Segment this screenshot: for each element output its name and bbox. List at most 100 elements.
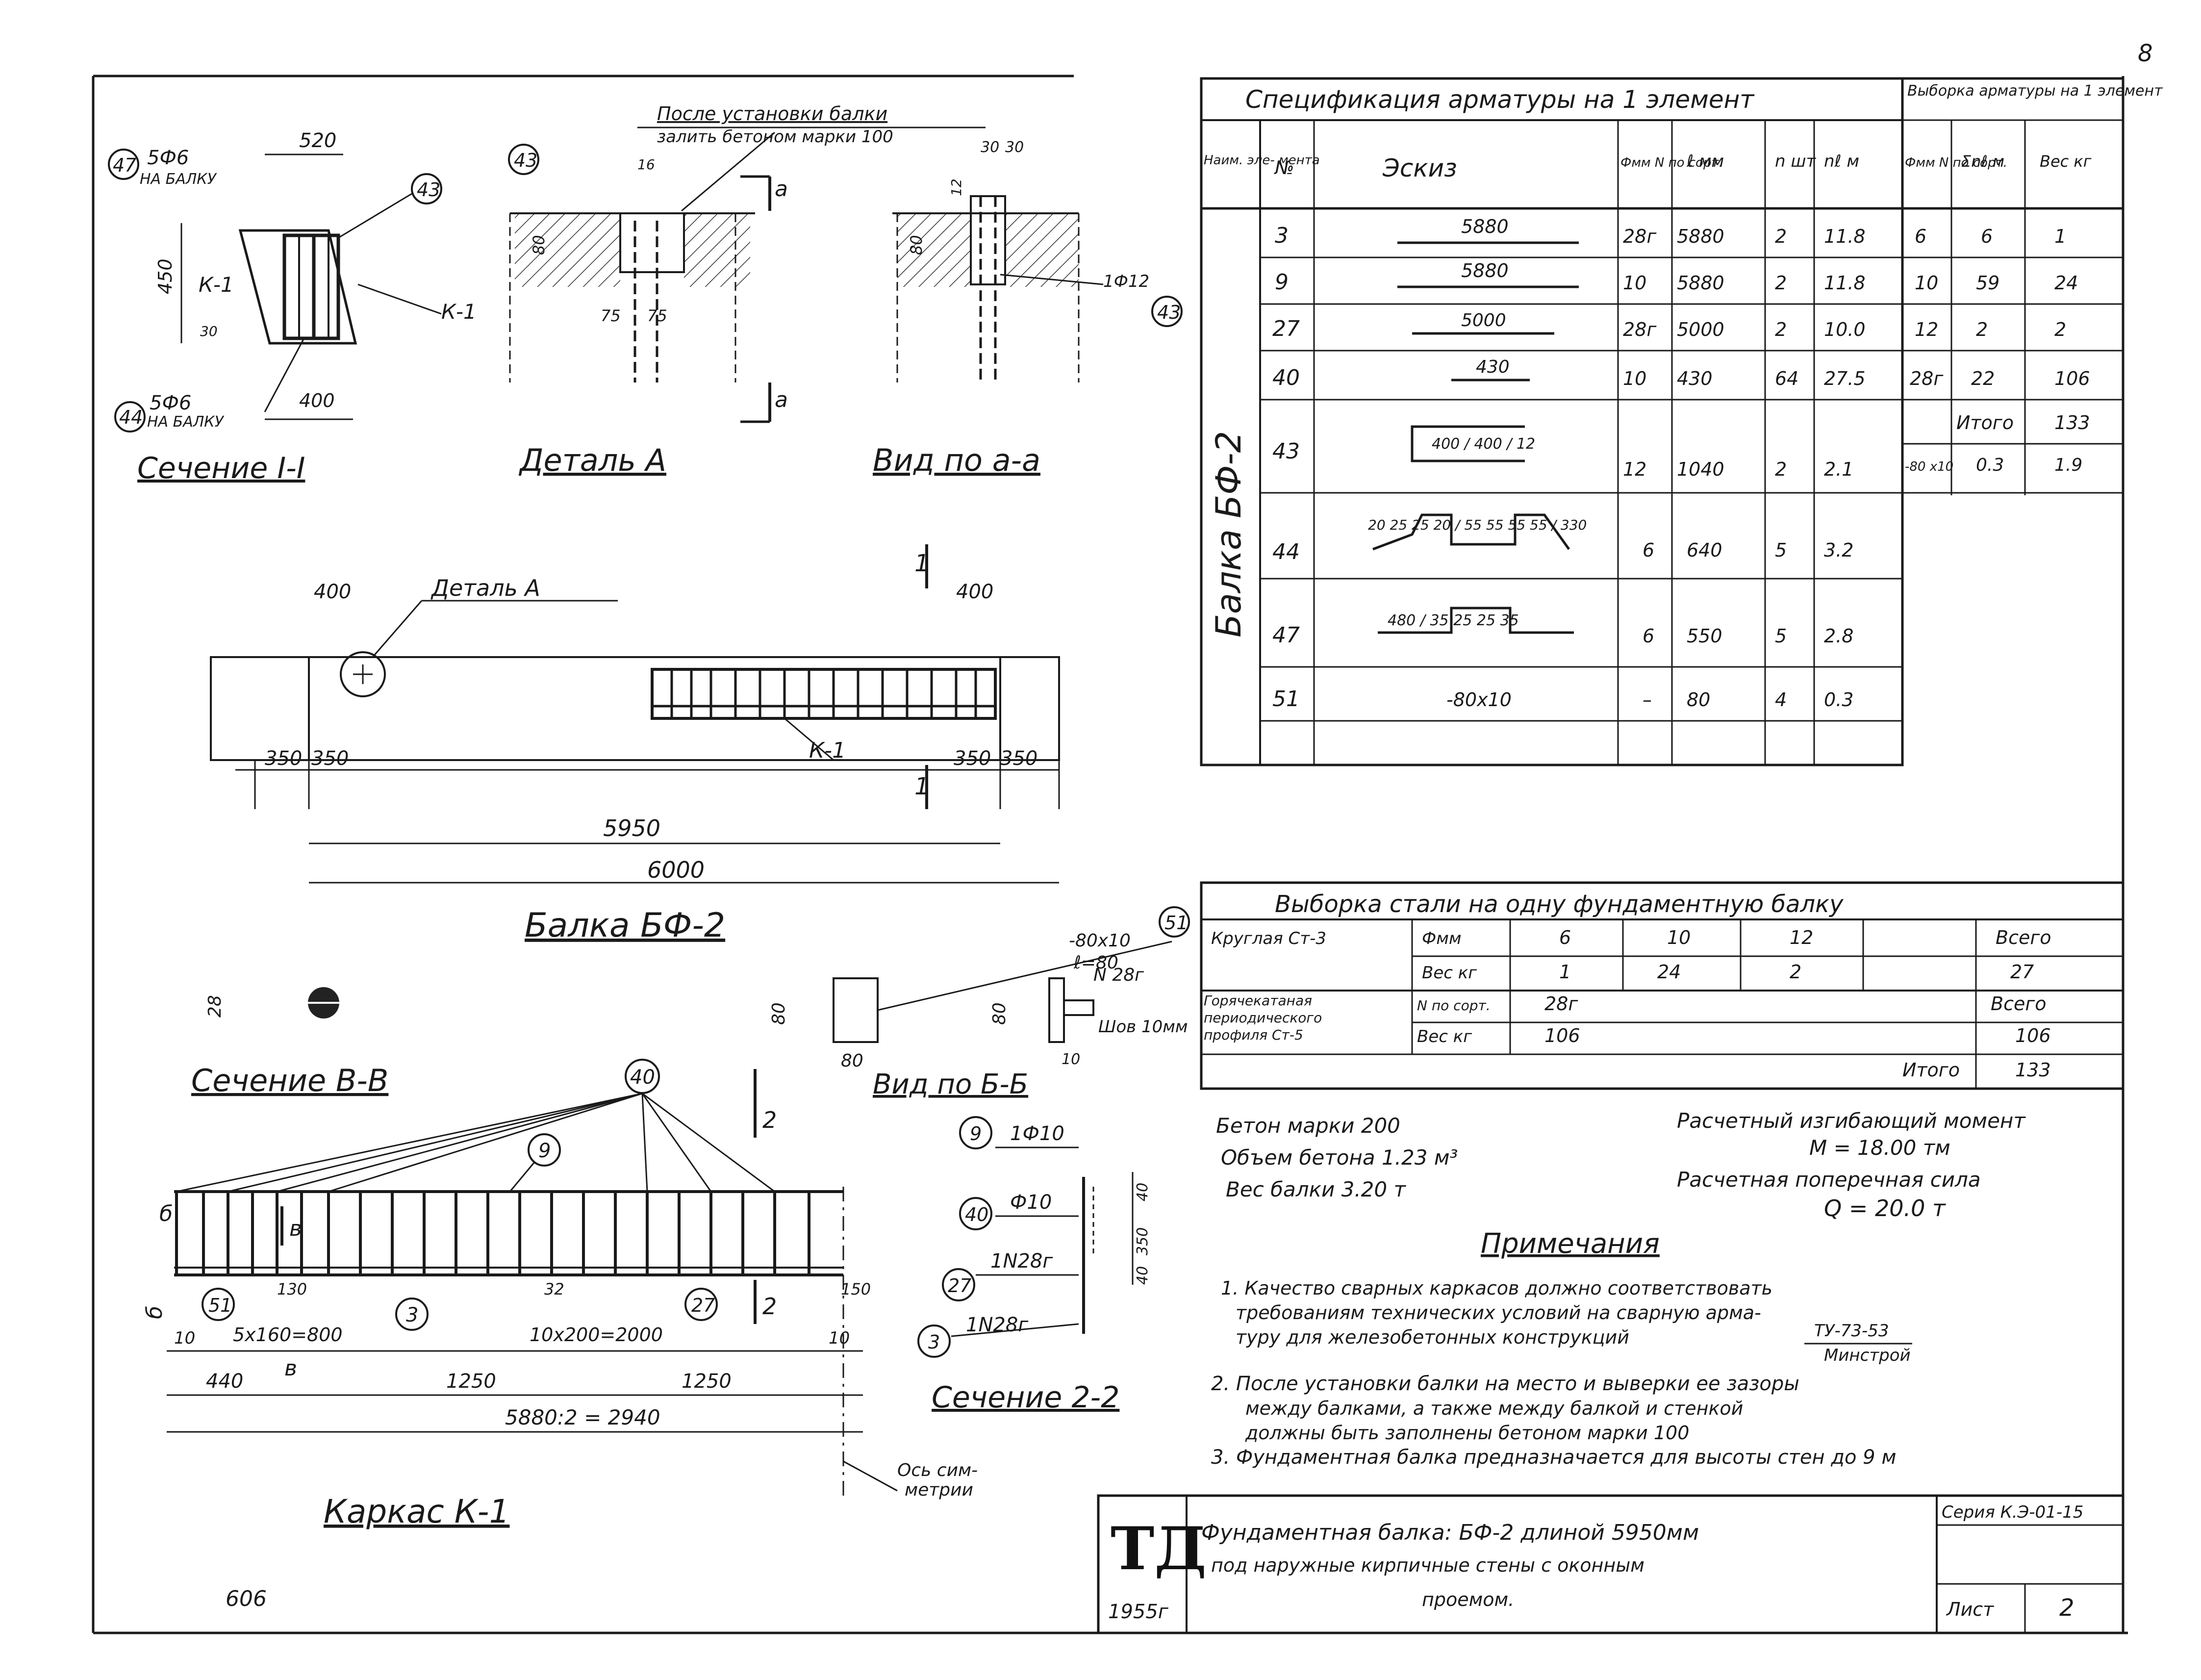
cage-callout-3: 3 (406, 1304, 418, 1326)
sec22-no-3: 3 (928, 1331, 940, 1353)
round-dia-10: 10 (1667, 927, 1691, 948)
detail-a: После установки балки залить бетоном мар… (508, 103, 986, 478)
profile-label-3: профиля Ст-5 (1204, 1027, 1303, 1043)
dim-32: 32 (544, 1280, 564, 1298)
title-block: ТД 1955г Фундаментная балка: БФ-2 длиной… (1097, 1494, 2125, 1634)
dim-350d: 350 (1000, 747, 1037, 770)
row-9-total: 11.8 (1824, 272, 1866, 294)
row-27-sketch: 5000 (1461, 310, 1506, 331)
note2-line3: должны быть заполнены бетоном марки 100 (1245, 1422, 1689, 1444)
row-3-dia: 28г (1623, 226, 1657, 247)
cage-callout-9: 9 (538, 1140, 551, 1162)
sel-weight-4: 106 (2054, 368, 2090, 389)
section-v-v: 28 Сечение В-В (191, 987, 388, 1098)
row-3-total: 11.8 (1824, 226, 1866, 247)
hdr-no: № (1274, 157, 1294, 178)
k1-right-label: К-1 (441, 300, 477, 324)
concrete-info: Бетон марки 200 Объем бетона 1.23 м³ Вес… (1216, 1109, 2026, 1222)
sec22-label-3: 1N28г (966, 1314, 1029, 1336)
dim-30b: 30 (1005, 139, 1024, 156)
row-40-sketch: 430 (1476, 357, 1510, 377)
cut-b-bottom: б (142, 1306, 167, 1319)
sec22-no-27: 27 (948, 1275, 971, 1297)
hdr-len: ℓ мм (1686, 152, 1724, 171)
row-51-dia: – (1643, 689, 1652, 711)
callout-43: 43 (417, 179, 440, 201)
round-weight-10: 24 (1657, 961, 1681, 983)
profile-label-2: периодического (1204, 1010, 1322, 1026)
row-43-total: 2.1 (1824, 458, 1853, 480)
hdr-nl: nℓ м (1824, 152, 1859, 171)
hdr-sel-len: Σnℓ м (1961, 152, 2004, 171)
callout-44: 44 (119, 407, 143, 428)
view-aa-callout: 43 (1157, 302, 1181, 323)
cage-stirrups (175, 1192, 810, 1275)
cage-k1: 40 9 51 3 27 2 2 в в б б 130 32 150 10 1… (142, 1059, 978, 1530)
bottom-note: 606 (226, 1586, 267, 1611)
page-number: 8 (2138, 40, 2153, 67)
bottom-bars-note: НА БАЛКУ (147, 413, 225, 431)
steel-title: Выборка стали на одну фундаментную балку (1275, 891, 1844, 918)
cut-2-top: 2 (762, 1107, 777, 1133)
spec-rows: 3 5880 28г 5880 2 11.8 9 5880 10 5880 2 … (1272, 216, 1866, 712)
view-b-b-title: Вид по Б-Б (873, 1069, 1028, 1100)
sec22-label-27: 1N28г (990, 1250, 1053, 1273)
steel-table: Выборка стали на одну фундаментную балку… (1200, 881, 2125, 1090)
bottom-bars-label: 5Ф6 (150, 392, 191, 414)
detail-a-title: Деталь А (518, 442, 666, 478)
view-b-b: -80х10 ℓ=80 51 N 28г Шов 10мм 80 80 80 1… (769, 906, 1190, 1100)
bar-1f12: 1Ф12 (1103, 272, 1149, 291)
section-2-2: 9 1Ф10 40 Ф10 27 1N28г 3 1N28г 40 350 40… (917, 1116, 1151, 1415)
round-row2-label: Вес кг (1422, 963, 1477, 983)
tb-title-line1: Фундаментная балка: БФ-2 длиной 5950мм (1201, 1520, 1699, 1545)
section-1-1: 47 5Ф6 НА БАЛКУ 520 43 450 К-1 К-1 30 40… (108, 129, 477, 485)
dim-30: 30 (200, 323, 218, 339)
row-43-len: 1040 (1677, 458, 1724, 480)
row-27-n: 2 (1775, 319, 1787, 340)
dim-bottom-width: 400 (299, 390, 335, 411)
grand-label: Итого (1902, 1059, 1960, 1081)
sel-len-1: 6 (1981, 226, 1993, 247)
sec22-no-40: 40 (965, 1204, 988, 1225)
note1-line1: 1. Качество сварных каркасов должно соот… (1221, 1277, 1772, 1299)
profile-total: 106 (2015, 1025, 2051, 1046)
cut-v-top: в (289, 1216, 302, 1241)
hdr-n: n шт (1775, 152, 1816, 171)
round-label: Круглая Ст-3 (1211, 929, 1326, 948)
sel-weight-3: 2 (2054, 319, 2066, 340)
row-3-sketch: 5880 (1461, 216, 1509, 237)
row-40-total: 27.5 (1824, 368, 1866, 389)
notes: Примечания 1. Качество сварных каркасов … (1211, 1228, 1912, 1469)
concrete-line3: Вес балки 3.20 т (1226, 1177, 1406, 1201)
selection-rows: 6 6 1 10 59 24 12 2 2 28г 22 106 Итого 1… (1905, 226, 2090, 475)
dim-10x200: 10х200=2000 (530, 1324, 663, 1346)
note2-line2: между балками, а также между балкой и ст… (1245, 1398, 1743, 1419)
dim-28: 28 (205, 995, 225, 1018)
tb-title-line2: под наружные кирпичные стены с оконным (1211, 1554, 1644, 1576)
section-2-2-title: Сечение 2-2 (932, 1380, 1119, 1415)
detail-note-line2: залить бетоном марки 100 (657, 127, 893, 147)
row-40-no: 40 (1272, 365, 1300, 390)
dim-130: 130 (277, 1280, 307, 1298)
profile-no-label: N по сорт. (1417, 997, 1491, 1014)
sel-dia-4: 28г (1910, 368, 1944, 389)
row-51-len: 80 (1687, 689, 1710, 711)
round-total-label: Всего (1996, 927, 2051, 948)
dim-30a: 30 (981, 139, 999, 156)
grand-total: 133 (2015, 1059, 2051, 1081)
beam-detail-label: Деталь А (430, 575, 540, 601)
row-27-len: 5000 (1677, 319, 1724, 340)
dim-total: 5880:2 = 2940 (505, 1405, 660, 1429)
row-3-len: 5880 (1677, 226, 1724, 247)
round-dia-6: 6 (1559, 927, 1571, 948)
beam-title: Балка БФ-2 (525, 906, 725, 945)
cage-callout-51: 51 (208, 1295, 232, 1316)
row-9-sketch: 5880 (1461, 260, 1509, 281)
profile-no: 28г (1544, 993, 1578, 1015)
dim-350-sec22: 350 (1134, 1227, 1151, 1255)
row-9-len: 5880 (1677, 272, 1724, 294)
row-9-n: 2 (1775, 272, 1787, 294)
row-9-dia: 10 (1623, 272, 1646, 294)
cut-mark-top: а (775, 177, 788, 202)
